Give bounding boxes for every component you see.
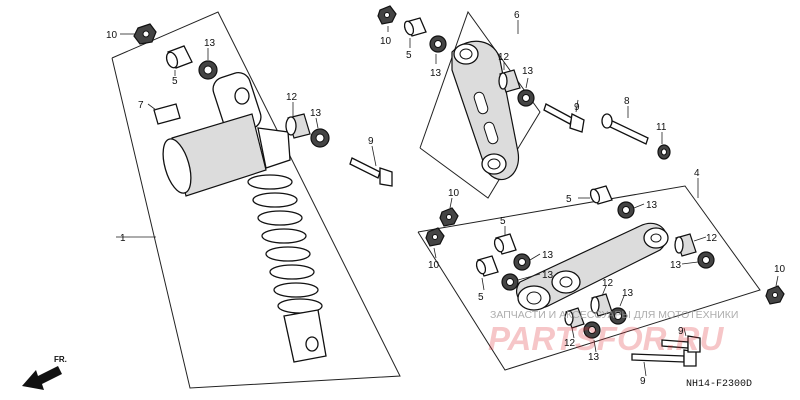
callout-13: 13 — [310, 108, 322, 119]
rear-shock-absorber — [162, 72, 327, 363]
callout-8: 8 — [624, 96, 630, 107]
shock-group-frame — [111, 11, 401, 389]
diagram-code: NH14-F2300D — [686, 379, 752, 390]
shock-seal-13-lower — [310, 128, 330, 148]
callout-13: 13 — [542, 270, 554, 281]
front-label: FR. — [54, 355, 67, 364]
lower-nut-10-b — [425, 227, 445, 247]
callout-10: 10 — [448, 188, 460, 199]
upper-collar-5 — [403, 17, 427, 37]
callout-5: 5 — [500, 216, 506, 227]
callout-5: 5 — [406, 50, 412, 61]
callout-12: 12 — [564, 338, 576, 349]
upper-bolt-9 — [543, 103, 585, 133]
lower-link-arm — [516, 222, 669, 311]
lower-seal-13-right — [697, 251, 715, 269]
lower-nut-10-right — [765, 285, 785, 305]
shock-bolt-9 — [349, 157, 393, 187]
lower-bearing-12-bottom — [564, 307, 585, 329]
callout-10: 10 — [774, 264, 786, 275]
callout-13: 13 — [522, 66, 534, 77]
upper-seal-13-b — [517, 89, 535, 107]
lower-seal-13-mid — [609, 307, 627, 325]
shock-bearing-12 — [285, 113, 311, 139]
leader-lines — [116, 20, 779, 377]
lower-collar-5-b — [475, 255, 499, 277]
front-direction-arrow: FR. — [22, 355, 67, 390]
lower-collar-5-top — [589, 185, 613, 205]
shock-seal-13-upper — [198, 60, 218, 80]
callout-5: 5 — [566, 194, 572, 205]
lower-bearing-12-right — [674, 233, 697, 257]
callout-12: 12 — [706, 233, 718, 244]
shock-nut-10 — [133, 23, 157, 45]
shock-collar-5 — [165, 45, 193, 69]
callout-13: 13 — [430, 68, 442, 79]
shock-label-7 — [153, 103, 181, 125]
shock-spring — [247, 174, 323, 314]
callout-13: 13 — [204, 38, 216, 49]
callout-10: 10 — [106, 30, 118, 41]
lower-seal-13-bottom — [583, 321, 601, 339]
callout-1: 1 — [120, 233, 126, 244]
callout-5: 5 — [478, 292, 484, 303]
upper-washer-11 — [657, 144, 671, 160]
callout-13: 13 — [646, 200, 658, 211]
upper-bolt-8 — [601, 113, 649, 145]
callout-12: 12 — [602, 278, 614, 289]
callout-9: 9 — [678, 326, 684, 337]
callout-12: 12 — [498, 52, 510, 63]
callout-7: 7 — [138, 100, 144, 111]
callout-11: 11 — [656, 122, 667, 133]
lower-seal-13-b — [501, 273, 519, 291]
upper-bearing-12 — [498, 69, 521, 93]
callout-9: 9 — [640, 376, 646, 387]
upper-seal-13 — [429, 35, 447, 53]
watermark-logo: PARTSFOR.RU — [488, 320, 724, 357]
lower-bolt-9-short — [661, 335, 701, 353]
callout-12: 12 — [286, 92, 298, 103]
callouts: 10 5 13 7 1 12 13 9 10 5 13 6 12 13 9 8 … — [106, 10, 786, 387]
watermark-tagline: ЗАПЧАСТИ И АКСЕССУАРЫ ДЛЯ МОТОТЕХНИКИ — [490, 309, 738, 321]
callout-9: 9 — [574, 102, 580, 113]
callout-4: 4 — [694, 168, 700, 179]
callout-9: 9 — [368, 136, 374, 147]
callout-10: 10 — [380, 36, 392, 47]
callout-13: 13 — [670, 260, 682, 271]
lower-seal-13-a — [513, 253, 531, 271]
callout-5: 5 — [172, 76, 178, 87]
upper-nut-10 — [377, 5, 397, 25]
callout-13: 13 — [588, 352, 600, 363]
lower-nut-10-a — [439, 207, 459, 227]
lower-collar-5-a — [493, 233, 517, 255]
callout-13: 13 — [622, 288, 634, 299]
lower-seal-13-top — [617, 201, 635, 219]
callout-6: 6 — [514, 10, 520, 21]
callout-13: 13 — [542, 250, 554, 261]
callout-10: 10 — [428, 260, 440, 271]
